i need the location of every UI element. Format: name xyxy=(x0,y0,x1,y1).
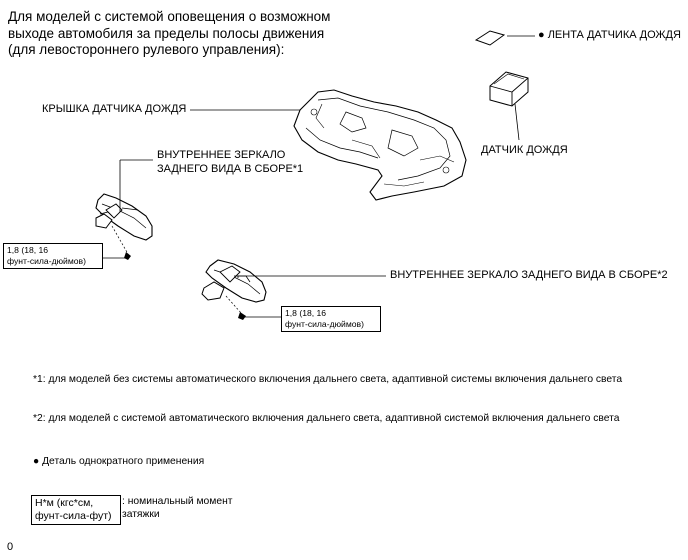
label-mirror-1-line-1: ВНУТРЕННЕЕ ЗЕРКАЛО xyxy=(157,149,286,161)
rain-sensor-tape-illustration xyxy=(474,30,535,46)
label-mirror-2: ВНУТРЕННЕЕ ЗЕРКАЛО ЗАДНЕГО ВИДА В СБОРЕ*… xyxy=(390,269,668,281)
header-line-2: выходе автомобиля за пределы полосы движ… xyxy=(8,25,325,41)
legend-box: Н*м (кгс*см, фунт-сила-фут) xyxy=(31,495,121,525)
torque-box-2: 1,8 (18, 16 фунт-сила-дюймов) xyxy=(281,306,381,332)
legend-box-line-2: фунт-сила-фут) xyxy=(35,510,112,522)
legend-box-line-1: Н*м (кгс*см, xyxy=(35,497,94,509)
legend-description: : номинальный момент затяжки xyxy=(122,495,232,521)
label-rain-sensor: ДАТЧИК ДОЖДЯ xyxy=(481,144,568,156)
header-line-3: (для левостороннего рулевого управления)… xyxy=(8,42,285,57)
label-mirror-1-line-2: ЗАДНЕГО ВИДА В СБОРЕ*1 xyxy=(157,162,304,175)
footer-code: 0 xyxy=(7,541,14,553)
torque-box-1-line-2: фунт-сила-дюймов) xyxy=(7,256,86,266)
legend-description-line-1: : номинальный момент xyxy=(122,496,233,507)
mirror-2-illustration xyxy=(201,259,386,320)
note-1: *1: для моделей без системы автоматическ… xyxy=(33,374,623,385)
legend-description-line-2: затяжки xyxy=(122,509,160,520)
note-2: *2: для моделей с системой автоматическо… xyxy=(33,413,620,424)
header-text: Для моделей с системой оповещения о возм… xyxy=(8,9,338,59)
rain-sensor-illustration xyxy=(489,71,529,141)
label-rain-sensor-tape: ● ЛЕНТА ДАТЧИКА ДОЖДЯ xyxy=(538,29,681,41)
mirror-1-illustration xyxy=(95,159,153,260)
label-mirror-1: ВНУТРЕННЕЕ ЗЕРКАЛО ЗАДНЕГО ВИДА В СБОРЕ*… xyxy=(157,149,303,176)
label-rain-sensor-cover: КРЫШКА ДАТЧИКА ДОЖДЯ xyxy=(42,103,187,115)
torque-box-2-line-1: 1,8 (18, 16 xyxy=(285,308,327,318)
rain-sensor-cover-illustration xyxy=(190,89,467,201)
note-single-use-part: ● Деталь однократного применения xyxy=(33,456,205,467)
torque-box-1: 1,8 (18, 16 фунт-сила-дюймов) xyxy=(3,243,103,269)
torque-box-2-line-2: фунт-сила-дюймов) xyxy=(285,319,364,329)
torque-box-1-line-1: 1,8 (18, 16 xyxy=(7,245,49,255)
header-line-1: Для моделей с системой оповещения о возм… xyxy=(8,9,331,24)
